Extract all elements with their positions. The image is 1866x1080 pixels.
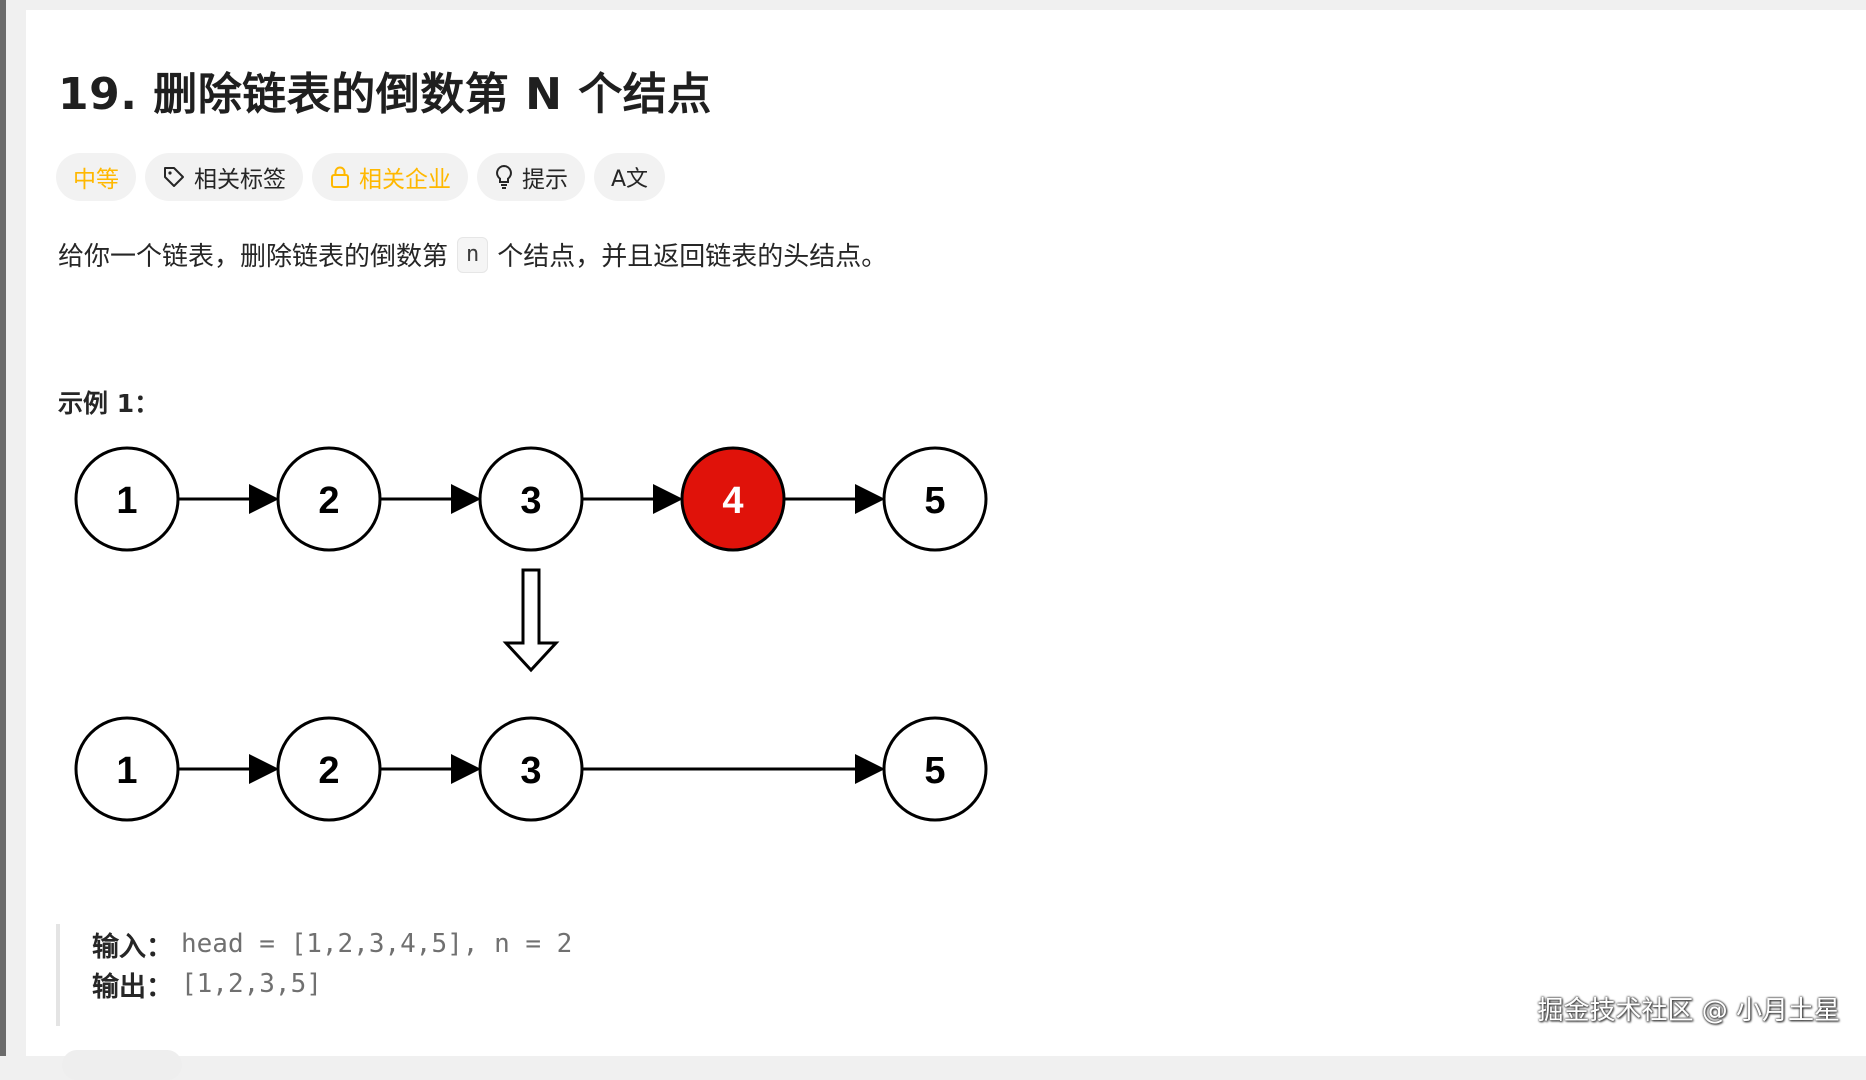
removed-node-label: 4 xyxy=(722,480,743,522)
list-node xyxy=(276,446,382,552)
output-label: 输出： xyxy=(92,971,173,1003)
description-text-before: 给你一个链表，删除链表的倒数第 xyxy=(58,242,449,272)
bottom-chip-partial[interactable] xyxy=(62,1050,182,1080)
bottom-row-labels: 1 2 3 5 xyxy=(116,750,945,792)
list-node xyxy=(74,716,180,822)
removed-node xyxy=(680,446,786,552)
translate-button[interactable]: A文 xyxy=(594,153,666,201)
node-label: 5 xyxy=(924,750,945,792)
linked-list-diagram: 1 2 3 4 5 1 2 3 5 xyxy=(74,446,988,822)
problem-description: 给你一个链表，删除链表的倒数第 n 个结点，并且返回链表的头结点。 xyxy=(58,236,887,273)
node-label: 3 xyxy=(520,750,541,792)
difficulty-label: 中等 xyxy=(73,167,119,193)
hint-label: 提示 xyxy=(522,167,568,193)
output-value: [1,2,3,5] xyxy=(181,969,322,999)
list-node xyxy=(882,446,988,552)
list-node xyxy=(74,446,180,552)
watermark: 掘金技术社区 @ 小月土星 xyxy=(1537,996,1840,1026)
example-input-line: 输入： head = [1,2,3,4,5], n = 2 xyxy=(92,924,572,964)
related-tags-label: 相关标签 xyxy=(194,167,286,193)
top-row-nodes xyxy=(74,446,988,552)
related-companies-label: 相关企业 xyxy=(359,167,451,193)
left-window-edge xyxy=(0,0,6,1056)
list-node xyxy=(276,716,382,822)
list-node xyxy=(478,716,584,822)
problem-panel: 19. 删除链表的倒数第 N 个结点 中等 相关标签 相关企业 xyxy=(26,10,1866,1080)
input-label: 输入： xyxy=(92,931,173,963)
node-label: 1 xyxy=(116,750,137,792)
node-label: 2 xyxy=(318,750,339,792)
related-companies-button[interactable]: 相关企业 xyxy=(312,153,468,201)
lock-icon xyxy=(329,165,351,189)
example-output-line: 输出： [1,2,3,5] xyxy=(92,964,572,1004)
problem-title: 19. 删除链表的倒数第 N 个结点 xyxy=(58,69,712,120)
hint-button[interactable]: 提示 xyxy=(477,153,585,201)
arrow-down-icon xyxy=(502,568,560,673)
description-text-after: 个结点，并且返回链表的头结点。 xyxy=(497,242,888,272)
tag-bar: 中等 相关标签 相关企业 xyxy=(56,153,666,201)
top-row-labels: 1 2 3 4 5 xyxy=(116,480,945,522)
input-value: head = [1,2,3,4,5], n = 2 xyxy=(181,929,573,959)
node-label: 1 xyxy=(116,480,137,522)
example-io-block: 输入： head = [1,2,3,4,5], n = 2 输出： [1,2,3… xyxy=(56,924,572,1026)
node-label: 3 xyxy=(520,480,541,522)
inline-code-n: n xyxy=(457,236,489,273)
bottom-row-nodes xyxy=(74,716,988,822)
difficulty-badge[interactable]: 中等 xyxy=(56,153,136,201)
list-node xyxy=(478,446,584,552)
example-title: 示例 1： xyxy=(58,389,160,418)
related-tags-button[interactable]: 相关标签 xyxy=(145,153,303,201)
node-label: 5 xyxy=(924,480,945,522)
node-label: 2 xyxy=(318,480,339,522)
list-node xyxy=(882,716,988,822)
tag-icon xyxy=(162,165,186,189)
translate-icon: A文 xyxy=(611,167,649,192)
lightbulb-icon xyxy=(494,164,514,190)
